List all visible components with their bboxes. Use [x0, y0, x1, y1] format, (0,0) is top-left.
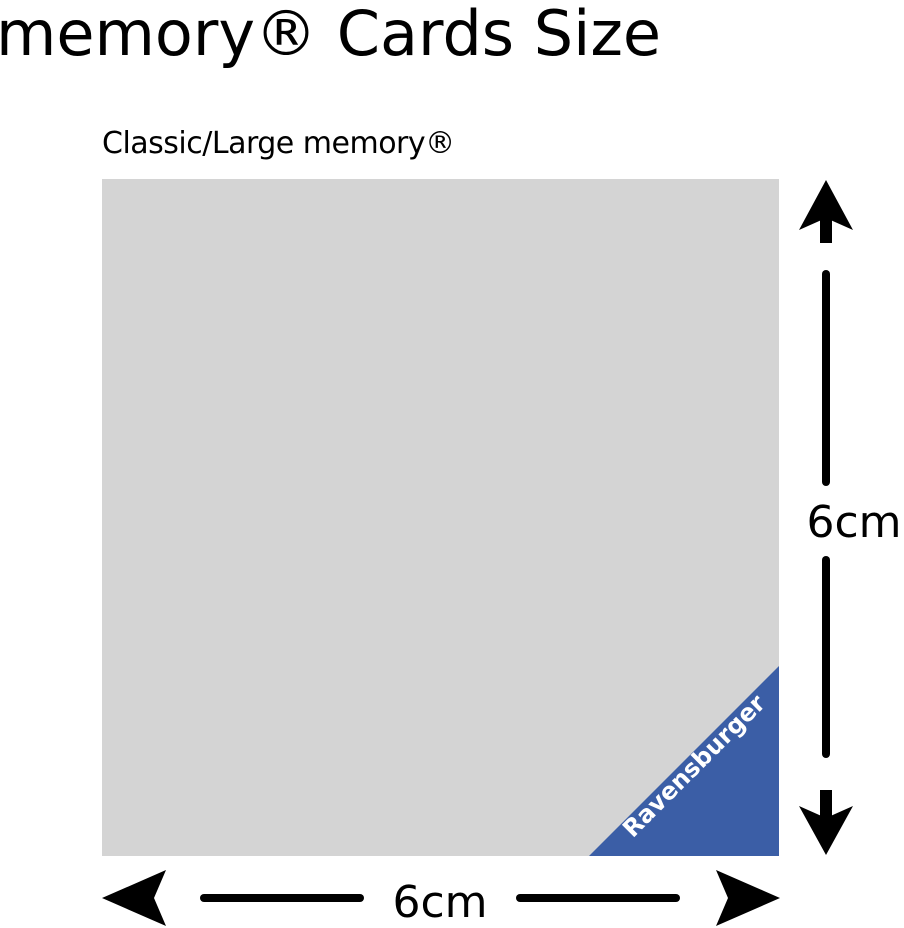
arrow-down-icon: [799, 806, 853, 855]
width-line-left: [200, 894, 364, 902]
arrow-down-shaft: [820, 790, 832, 818]
height-line-bottom: [822, 556, 830, 758]
width-dimension: [102, 870, 780, 926]
card-type-label: Classic/Large memory®: [102, 126, 455, 161]
height-dimension: [799, 180, 853, 855]
height-label: 6cm: [806, 497, 902, 548]
arrow-up-icon: [799, 180, 853, 230]
width-line-right: [516, 894, 680, 902]
width-label: 6cm: [392, 877, 488, 928]
arrow-right-icon: [716, 870, 780, 926]
height-line-top: [822, 270, 830, 486]
arrow-left-icon: [102, 870, 166, 926]
card-illustration: [102, 179, 779, 856]
page-title: memory® Cards Size: [0, 0, 662, 70]
arrow-up-shaft: [820, 215, 832, 243]
